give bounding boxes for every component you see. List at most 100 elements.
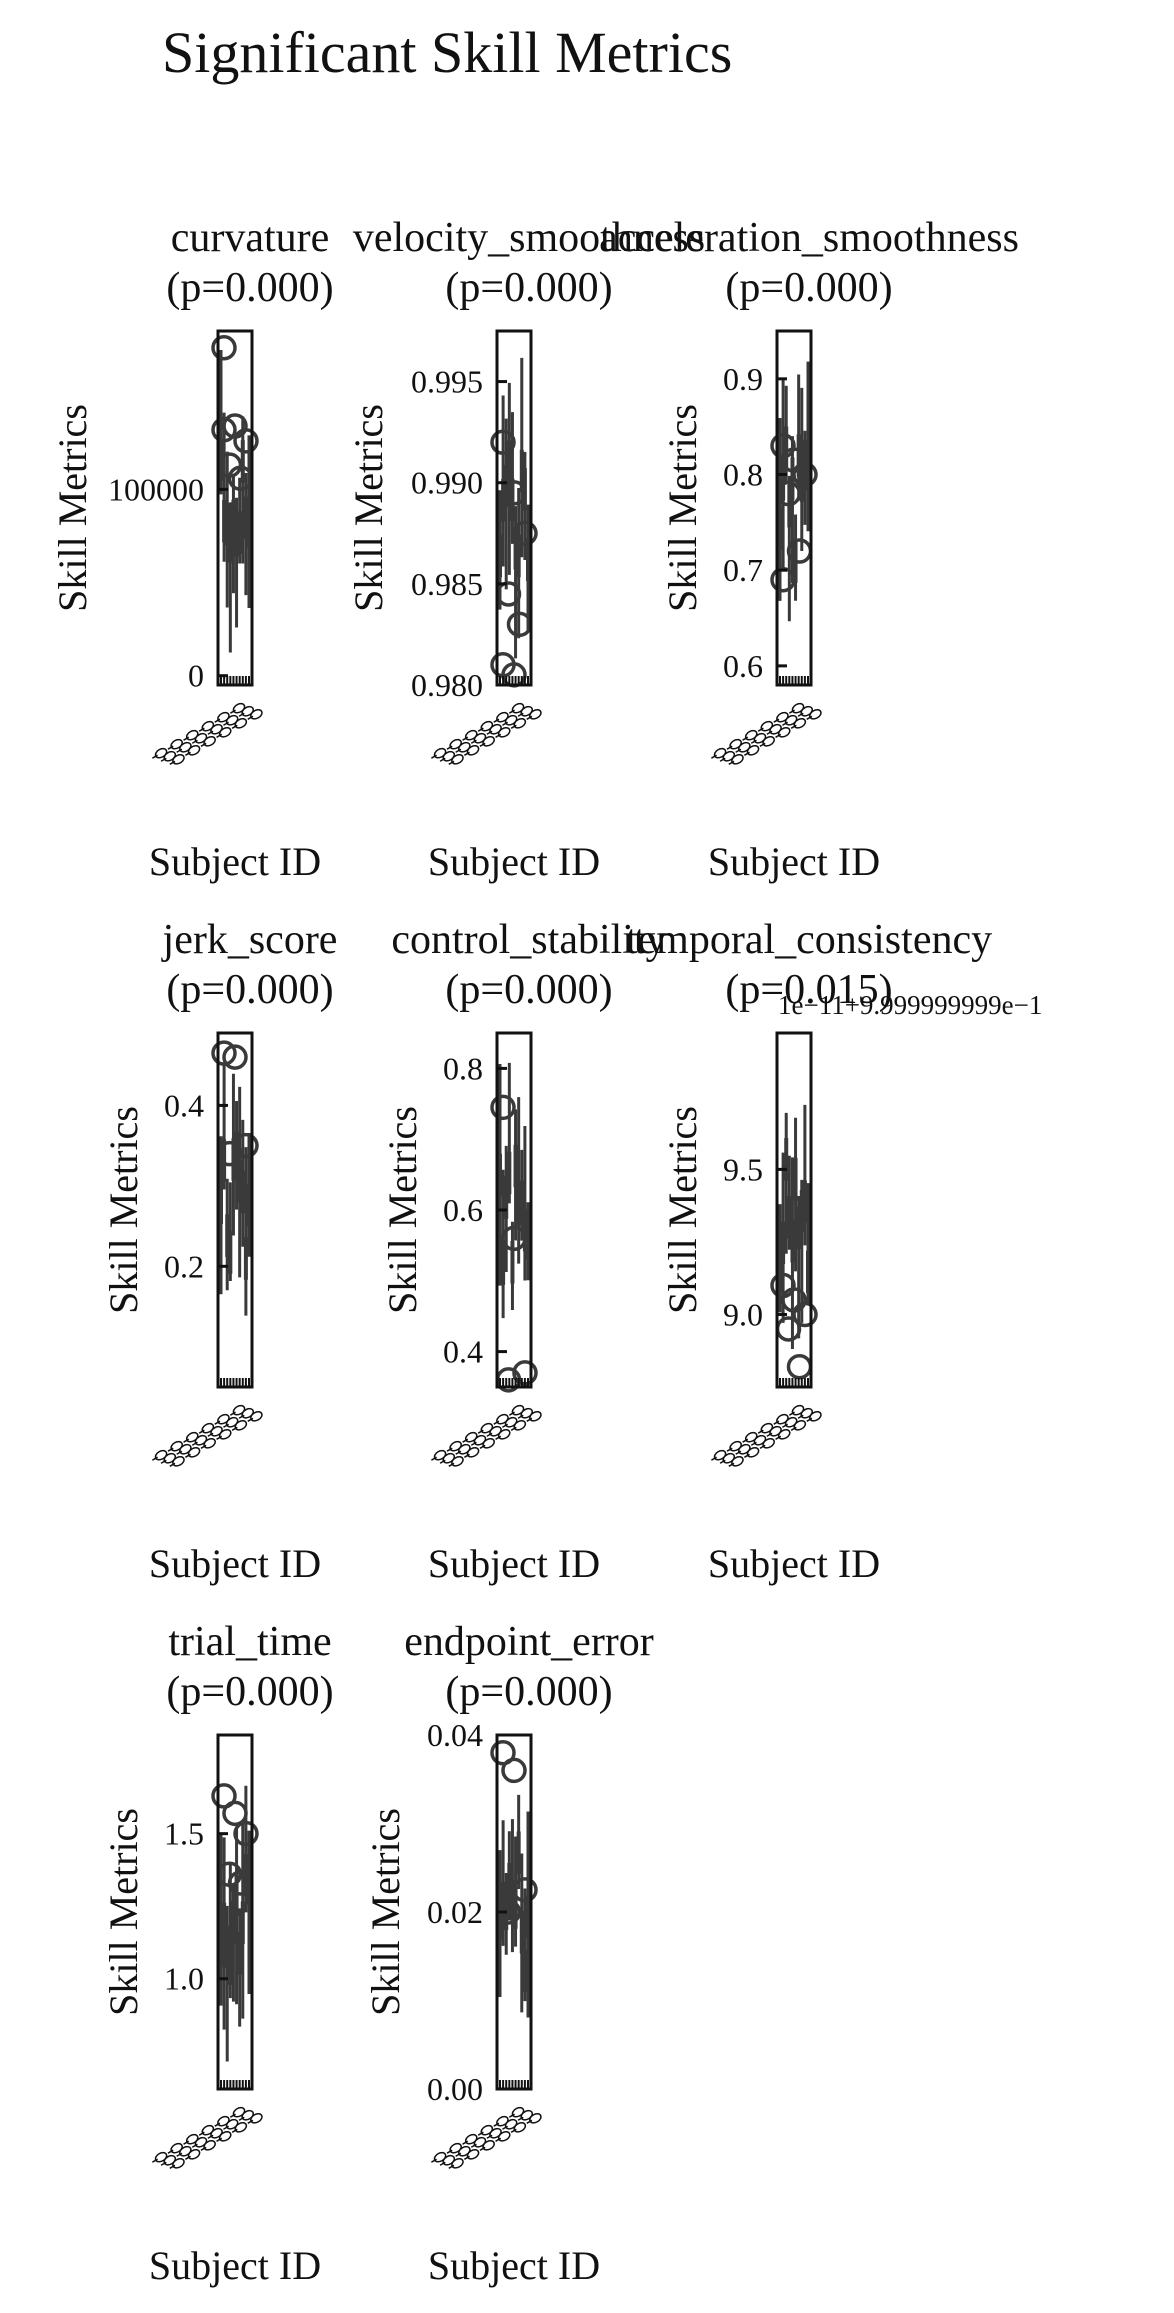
x-tick-label-glyph xyxy=(218,726,232,738)
x-tick-label-glyph xyxy=(439,2161,446,2166)
box-body xyxy=(799,459,804,502)
x-tick-label-glyph xyxy=(762,1437,775,1449)
x-tick-label-glyph xyxy=(759,1444,766,1449)
plot-frame xyxy=(775,329,813,687)
box-body xyxy=(796,434,801,477)
y-tick-label: 0.8 xyxy=(723,457,763,493)
x-tick-label-glyph xyxy=(238,712,245,717)
box-body xyxy=(243,496,248,540)
box-body xyxy=(507,1862,512,1906)
x-tick-label-glyph xyxy=(782,1423,789,1428)
box-body xyxy=(516,1183,521,1226)
x-tick-label-glyph xyxy=(526,2119,533,2124)
box-body xyxy=(778,507,782,550)
x-tick-label-glyph xyxy=(479,1444,486,1449)
x-tick-label-glyph xyxy=(187,2148,201,2160)
x-tick-label-glyph xyxy=(247,715,254,720)
box-body xyxy=(222,1902,227,1946)
x-tick-label-glyph xyxy=(797,1414,804,1419)
subplot-pvalue: (p=0.000) xyxy=(445,1669,612,1715)
y-tick-label: 0.2 xyxy=(164,1248,204,1284)
x-tick-label-glyph xyxy=(513,2121,527,2133)
x-tick-label-glyph xyxy=(470,2143,477,2148)
x-axis-label: Subject ID xyxy=(149,1541,321,1586)
x-tick-label-glyph xyxy=(793,1419,807,1431)
y-tick-label: 1.5 xyxy=(164,1816,204,1852)
x-tick-label-glyph xyxy=(757,1429,764,1434)
x-tick-label-glyph xyxy=(766,1432,773,1437)
x-tick-label-glyph xyxy=(247,2119,254,2124)
x-tick-label-glyph xyxy=(167,745,174,750)
x-tick-label-glyph xyxy=(477,2131,484,2136)
x-tick-label-glyph xyxy=(466,2148,480,2160)
box-body xyxy=(501,479,506,522)
subplot-control-stability: control_stability(p=0.000)0.40.60.8Subje… xyxy=(380,917,667,1586)
x-tick-label-glyph xyxy=(766,730,773,735)
y-tick-label: 0 xyxy=(188,658,204,694)
x-tick-label-glyph xyxy=(234,2121,248,2133)
x-tick-label-glyph xyxy=(160,1459,167,1464)
temporal-consistency-offset-text: 1e−11+9.999999999e−1 xyxy=(778,990,1043,1020)
box-body xyxy=(222,1139,227,1182)
x-tick-label-glyph xyxy=(777,726,791,738)
y-tick-label: 1.0 xyxy=(164,1961,204,1997)
x-tick-label-glyph xyxy=(160,757,167,762)
x-tick-label-glyph xyxy=(229,1411,236,1416)
x-tick-label-glyph xyxy=(167,2149,174,2154)
x-tick-label-glyph xyxy=(513,1419,527,1431)
x-tick-label-glyph xyxy=(169,760,176,765)
x-tick-label-glyph xyxy=(782,721,789,726)
box-body xyxy=(504,1887,509,1931)
x-tick-label-glyph xyxy=(446,745,453,750)
box-body xyxy=(787,1196,792,1239)
x-tick-label-glyph xyxy=(431,2158,437,2163)
x-tick-label-glyph xyxy=(470,1441,477,1446)
box-body xyxy=(802,1180,807,1223)
y-tick-label: 0.02 xyxy=(427,1894,483,1930)
x-tick-label-glyph xyxy=(510,724,517,729)
box-body xyxy=(240,440,245,483)
outlier-point xyxy=(233,428,259,454)
x-tick-label-glyph xyxy=(172,753,185,765)
x-tick-label-glyph xyxy=(214,2122,221,2127)
x-tick-label-glyph xyxy=(152,2158,158,2163)
outlier-point xyxy=(490,1739,516,1766)
x-tick-label-glyph xyxy=(247,1417,254,1422)
box-body xyxy=(510,1241,515,1284)
x-tick-label-glyph xyxy=(790,724,797,729)
y-tick-label: 0.9 xyxy=(723,361,763,397)
x-tick-label-glyph xyxy=(185,751,191,756)
x-tick-label-glyph xyxy=(464,1453,470,1458)
y-tick-label: 0.6 xyxy=(723,648,763,684)
x-tick-label-glyph xyxy=(198,727,205,732)
subplot-title: endpoint_error xyxy=(404,1619,654,1665)
x-tick-label-glyph xyxy=(446,2149,453,2154)
x-tick-label-glyph xyxy=(455,2152,462,2157)
box-body xyxy=(222,499,227,543)
box-body xyxy=(234,513,239,557)
box-body xyxy=(526,1217,530,1260)
outlier-point xyxy=(501,1225,527,1252)
box-body xyxy=(519,1180,524,1223)
x-tick-label-glyph xyxy=(526,715,533,720)
x-tick-label-glyph xyxy=(223,1423,230,1428)
plot-frame xyxy=(775,1031,813,1389)
x-tick-label-glyph xyxy=(462,736,469,741)
x-tick-label-glyph xyxy=(152,1456,158,1461)
outlier-point xyxy=(512,520,538,547)
x-tick-labels xyxy=(152,1404,263,1467)
x-tick-label-glyph xyxy=(167,1447,174,1452)
subplot-title: acceleration_smoothness xyxy=(599,215,1019,261)
outlier-point xyxy=(211,1040,237,1066)
x-tick-label-glyph xyxy=(735,1450,742,1455)
box-body xyxy=(240,1901,245,1944)
x-tick-label-glyph xyxy=(234,1419,248,1431)
box-body xyxy=(247,1862,251,1905)
box-body xyxy=(219,1924,223,1968)
outlier-point xyxy=(222,1800,248,1827)
subplot-pvalue: (p=0.000) xyxy=(445,265,612,311)
subplot-title: temporal_consistency xyxy=(626,917,992,963)
box-body xyxy=(231,499,236,543)
x-tick-label-glyph xyxy=(529,2112,542,2124)
